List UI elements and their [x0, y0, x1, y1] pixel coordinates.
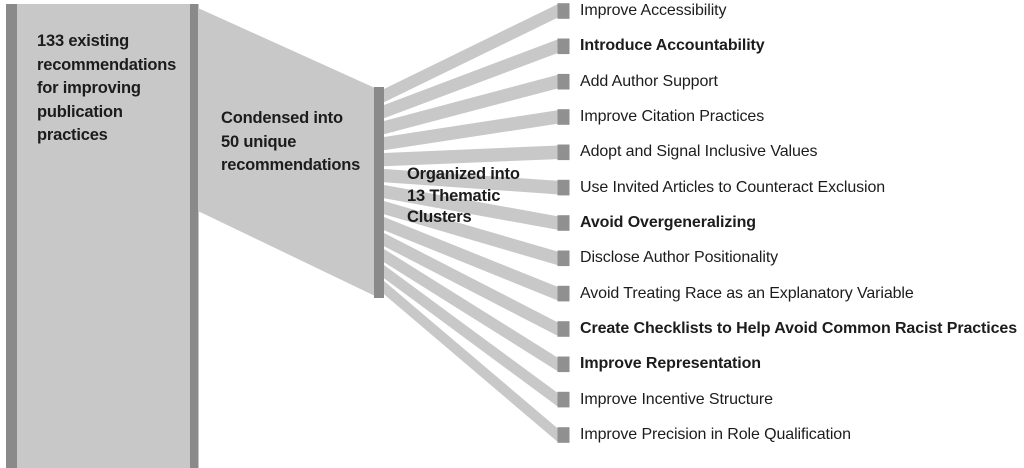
flow-band: [384, 145, 558, 167]
cluster-label: Introduce Accountability: [580, 37, 765, 55]
flow-band: [384, 233, 558, 336]
cluster-node-square: [557, 427, 570, 443]
flow-band: [384, 249, 558, 372]
cluster-label: Add Author Support: [580, 72, 718, 90]
cluster-node-square: [557, 109, 570, 125]
flow-band: [384, 169, 558, 195]
cluster-label: Disclose Author Positionality: [580, 249, 779, 267]
cluster-node-square: [557, 3, 570, 19]
flow-band: [384, 4, 558, 103]
cluster-node-square: [557, 356, 570, 373]
cluster-label: Avoid Overgeneralizing: [580, 213, 756, 231]
cluster-node-square: [557, 73, 570, 90]
stage1-label: 133 existing recommendations for improvi…: [37, 32, 177, 144]
cluster-label: Adopt and Signal Inclusive Values: [580, 143, 818, 161]
flow-band: [384, 281, 558, 442]
cluster-label: Improve Incentive Structure: [580, 390, 773, 408]
cluster-label: Improve Precision in Role Qualification: [580, 425, 851, 443]
stage3-label: Organized into 13 Thematic Clusters: [407, 165, 520, 226]
cluster-node-square: [557, 285, 570, 302]
cluster-label: Avoid Treating Race as an Explanatory Va…: [580, 284, 914, 302]
flow-band: [384, 265, 558, 407]
cluster-label: Improve Citation Practices: [580, 107, 765, 125]
cluster-label: Improve Accessibility: [580, 2, 727, 19]
stage1-block: [17, 4, 190, 468]
cluster-node-square: [557, 321, 570, 337]
cluster-bands-group: [384, 3, 570, 443]
cluster-node-square: [557, 250, 570, 267]
cluster-node-square: [557, 38, 570, 55]
flow-band: [384, 217, 558, 301]
cluster-node-square: [557, 144, 570, 161]
flow-band: [384, 185, 558, 230]
stage1-right-edge-bar: [190, 4, 199, 468]
flow-band: [384, 39, 558, 119]
cluster-label: Improve Representation: [580, 355, 761, 373]
cluster-label: Create Checklists to Help Avoid Common R…: [580, 319, 1018, 337]
cluster-node-square: [557, 179, 570, 196]
flow-band: [384, 201, 558, 266]
flow-band: [384, 74, 558, 135]
cluster-node-square: [557, 215, 570, 231]
stage2-label: Condensed into 50 unique recommendations: [221, 109, 361, 174]
condense-funnel-band: [198, 8, 375, 296]
flow-band: [384, 110, 558, 151]
stage1-left-edge-bar: [6, 4, 17, 468]
cluster-label: Use Invited Articles to Counteract Exclu…: [580, 178, 886, 196]
stage2-bar: [374, 87, 384, 298]
cluster-node-square: [557, 391, 570, 408]
